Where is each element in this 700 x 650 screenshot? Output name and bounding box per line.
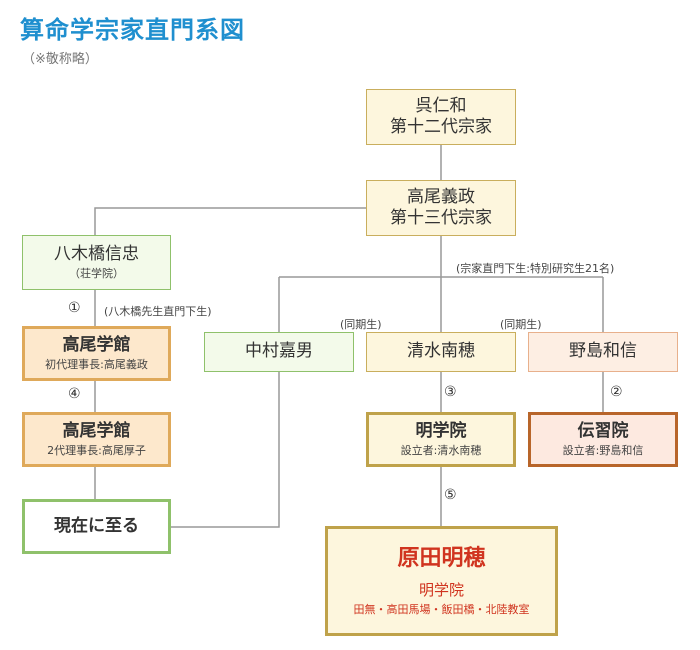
label-special-students: (宗家直門下生:特別研究生21名) [456, 262, 615, 275]
node-takao-gakkan-2-name: 高尾学館 [62, 421, 131, 441]
node-shimizu: 清水南穂 [366, 332, 516, 372]
node-nakamura: 中村嘉男 [204, 332, 354, 372]
node-meigakuin: 明学院 設立者:清水南穂 [366, 412, 516, 467]
node-takao-gakkan-1-name: 高尾学館 [62, 335, 131, 355]
marker-3: ③ [444, 384, 457, 400]
marker-5: ⑤ [444, 487, 457, 503]
node-nojima: 野島和信 [528, 332, 678, 372]
node-denshuin: 伝習院 設立者:野島和信 [528, 412, 678, 467]
marker-2: ② [610, 384, 623, 400]
marker-1: ① [68, 300, 81, 316]
node-takao-yoshimasa-title: 第十三代宗家 [390, 208, 492, 228]
node-denshuin-sub: 設立者:野島和信 [562, 444, 644, 458]
node-meigakuin-sub: 設立者:清水南穂 [400, 444, 482, 458]
label-doki-2: (同期生) [500, 318, 542, 331]
honorific-note: （※敬称略） [22, 52, 98, 67]
marker-4: ④ [68, 386, 81, 402]
label-yagihashi-direct: (八木橋先生直門下生) [104, 305, 212, 318]
page-title: 算命学宗家直門系図 [20, 16, 245, 44]
node-genzai-name: 現在に至る [54, 515, 139, 536]
node-harada: 原田明穂 明学院 田無・高田馬場・飯田橋・北陸教室 [325, 526, 558, 636]
node-takao-gakkan-1: 高尾学館 初代理事長:高尾義政 [22, 326, 171, 381]
node-nakamura-name: 中村嘉男 [245, 341, 313, 362]
node-takao-yoshimasa-name: 高尾義政 [407, 186, 475, 207]
label-doki-1: (同期生) [340, 318, 382, 331]
node-harada-school: 明学院 [418, 580, 464, 599]
node-takao-gakkan-2-sub: 2代理事長:高尾厚子 [47, 444, 146, 458]
node-kure-name: 呉仁和 [415, 95, 467, 116]
node-shimizu-name: 清水南穂 [407, 341, 475, 362]
node-nojima-name: 野島和信 [569, 341, 637, 362]
node-kure: 呉仁和 第十二代宗家 [366, 89, 516, 145]
node-genzai: 現在に至る [22, 499, 171, 554]
node-yagihashi-name: 八木橋信忠 [54, 244, 139, 264]
node-takao-yoshimasa: 高尾義政 第十三代宗家 [366, 180, 516, 236]
node-yagihashi: 八木橋信忠 （荘学院） [22, 235, 171, 290]
node-takao-gakkan-2: 高尾学館 2代理事長:高尾厚子 [22, 412, 171, 467]
node-harada-name: 原田明穂 [397, 546, 486, 571]
node-kure-title: 第十二代宗家 [390, 117, 492, 137]
node-meigakuin-name: 明学院 [415, 421, 467, 441]
node-harada-classrooms: 田無・高田馬場・飯田橋・北陸教室 [353, 603, 530, 617]
node-yagihashi-school: （荘学院） [69, 267, 124, 281]
node-denshuin-name: 伝習院 [577, 421, 629, 441]
node-takao-gakkan-1-sub: 初代理事長:高尾義政 [45, 358, 148, 372]
